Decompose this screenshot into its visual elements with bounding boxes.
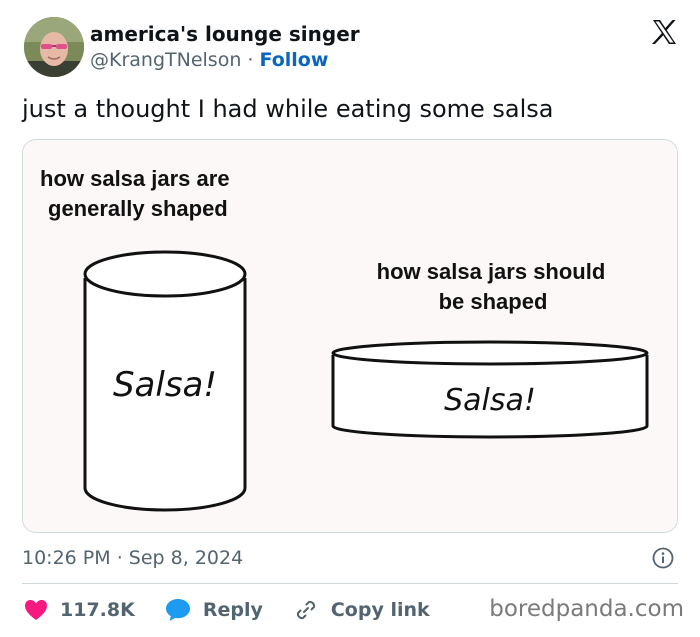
- caption-right-line1: how salsa jars should: [377, 259, 606, 284]
- author-avatar[interactable]: [24, 17, 84, 77]
- reply-label: Reply: [202, 599, 263, 621]
- author-handle[interactable]: @KrangTNelson: [90, 49, 242, 71]
- author-handle-row: @KrangTNelson · Follow: [90, 47, 328, 73]
- tall-jar-drawing: [83, 250, 247, 512]
- boredpanda-watermark: boredpanda.com: [489, 596, 684, 622]
- tall-jar-label: Salsa!: [113, 365, 217, 405]
- tweet-text: just a thought I had while eating some s…: [22, 95, 554, 123]
- tweet-actions: 117.8K Reply Copy link: [24, 595, 460, 625]
- author-display-name[interactable]: america's lounge singer: [90, 22, 360, 46]
- tweet-timestamp[interactable]: 10:26 PM · Sep 8, 2024: [22, 545, 243, 571]
- copy-link-button[interactable]: Copy link: [293, 597, 430, 623]
- wide-jar-drawing: [331, 340, 649, 439]
- reply-button[interactable]: Reply: [165, 598, 263, 622]
- copy-link-label: Copy link: [330, 599, 430, 621]
- like-button[interactable]: 117.8K: [24, 599, 135, 621]
- wide-jar-label: Salsa!: [444, 383, 536, 418]
- handle-separator: ·: [247, 49, 254, 71]
- divider: [22, 583, 678, 584]
- info-icon[interactable]: [652, 547, 674, 569]
- tweet-time: 10:26 PM: [22, 547, 111, 569]
- caption-left-line2: generally shaped: [48, 196, 228, 221]
- timestamp-separator: ·: [116, 547, 123, 569]
- caption-left-line1: how salsa jars are: [40, 166, 230, 191]
- like-count: 117.8K: [60, 599, 135, 621]
- salsa-jar-meme: how salsa jars are generally shaped Sals…: [23, 140, 677, 532]
- tweet-date: Sep 8, 2024: [128, 547, 244, 569]
- caption-right-line2: be shaped: [439, 289, 548, 314]
- speech-bubble-icon: [165, 599, 190, 621]
- follow-button[interactable]: Follow: [259, 49, 329, 71]
- heart-icon: [25, 600, 47, 620]
- link-icon: [296, 600, 315, 620]
- tweet-media-image[interactable]: how salsa jars are generally shaped Sals…: [22, 139, 678, 533]
- x-logo-icon[interactable]: [650, 18, 678, 46]
- avatar-photo: [24, 17, 84, 77]
